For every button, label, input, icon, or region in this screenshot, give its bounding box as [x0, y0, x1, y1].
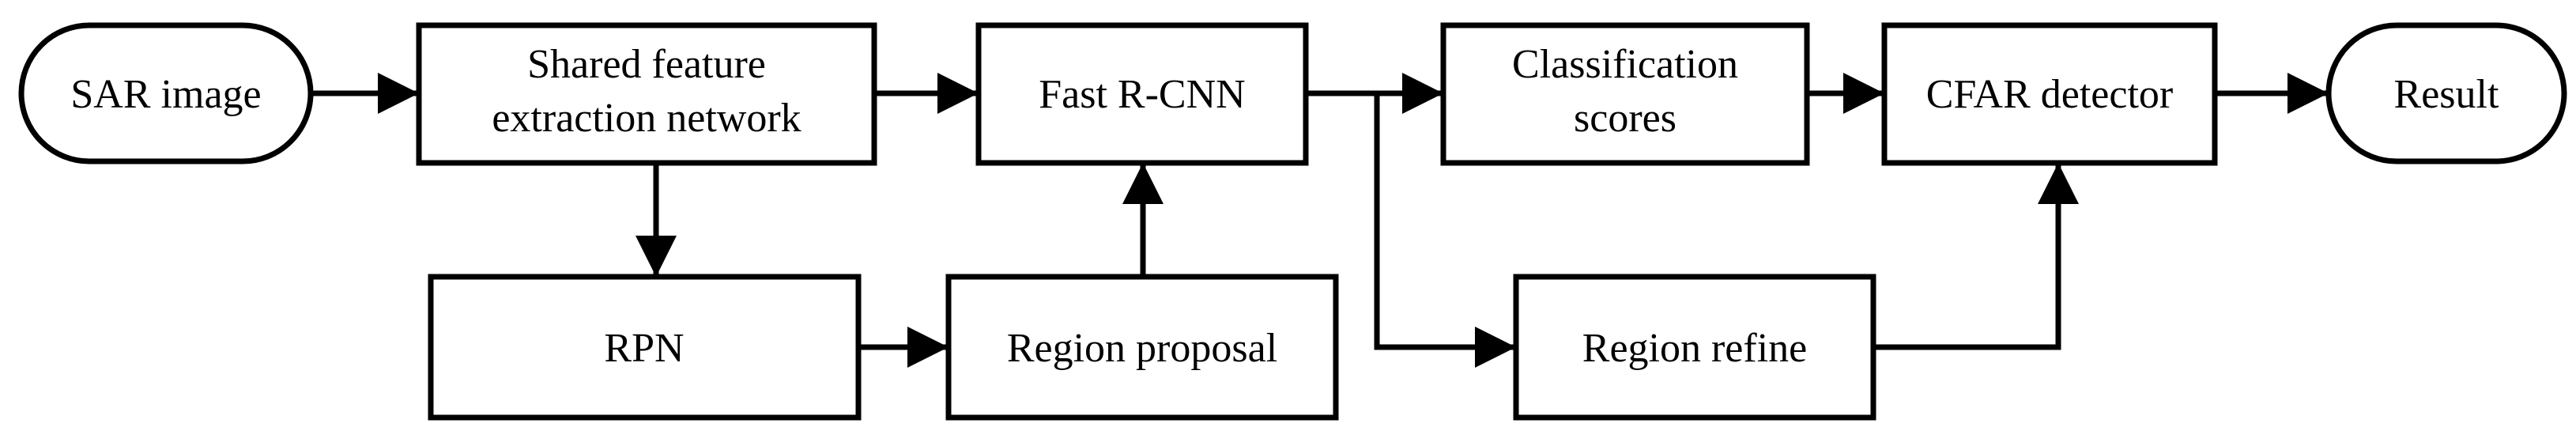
terminal-shape: [18, 22, 314, 164]
node-label-line-2: scores: [1574, 96, 1676, 141]
edge-fast-rcnn-to-region-refine: [1374, 93, 1516, 368]
node-result: Result: [2325, 22, 2567, 164]
process-shape: [416, 22, 877, 166]
process-shape: [1440, 22, 1810, 166]
node-rpn: RPN: [428, 274, 862, 421]
node-label: SAR image: [70, 72, 261, 117]
node-sar-image: SAR image: [18, 22, 314, 164]
process-shape: [975, 22, 1309, 166]
node-label-line-2: extraction network: [492, 96, 801, 141]
node-label: Region refine: [1582, 326, 1807, 371]
node-label: Region proposal: [1007, 326, 1277, 371]
process-shape: [945, 274, 1339, 421]
node-label-line-1: Classification: [1512, 42, 1738, 87]
node-label: RPN: [604, 326, 684, 371]
edge-region-refine-to-cfar-detector: [1873, 163, 2079, 350]
process-shape: [428, 274, 862, 421]
process-shape: [1881, 22, 2218, 166]
node-label-line-1: Shared feature: [527, 42, 766, 87]
node-label: Fast R-CNN: [1039, 72, 1245, 117]
node-label: Result: [2394, 72, 2499, 117]
node-region-refine: Region refine: [1513, 274, 1876, 421]
node-fast-rcnn: Fast R-CNN: [975, 22, 1309, 166]
edges-group: [311, 73, 2329, 368]
nodes-group: SAR image Shared feature extraction netw…: [18, 22, 2567, 421]
node-region-proposal: Region proposal: [945, 274, 1339, 421]
node-label: CFAR detector: [1926, 72, 2173, 117]
node-shared-feature-extraction-network: Shared feature extraction network: [416, 22, 877, 166]
node-classification-scores: Classification scores: [1440, 22, 1810, 166]
process-shape: [1513, 274, 1876, 421]
node-cfar-detector: CFAR detector: [1881, 22, 2218, 166]
terminal-shape: [2325, 22, 2567, 164]
